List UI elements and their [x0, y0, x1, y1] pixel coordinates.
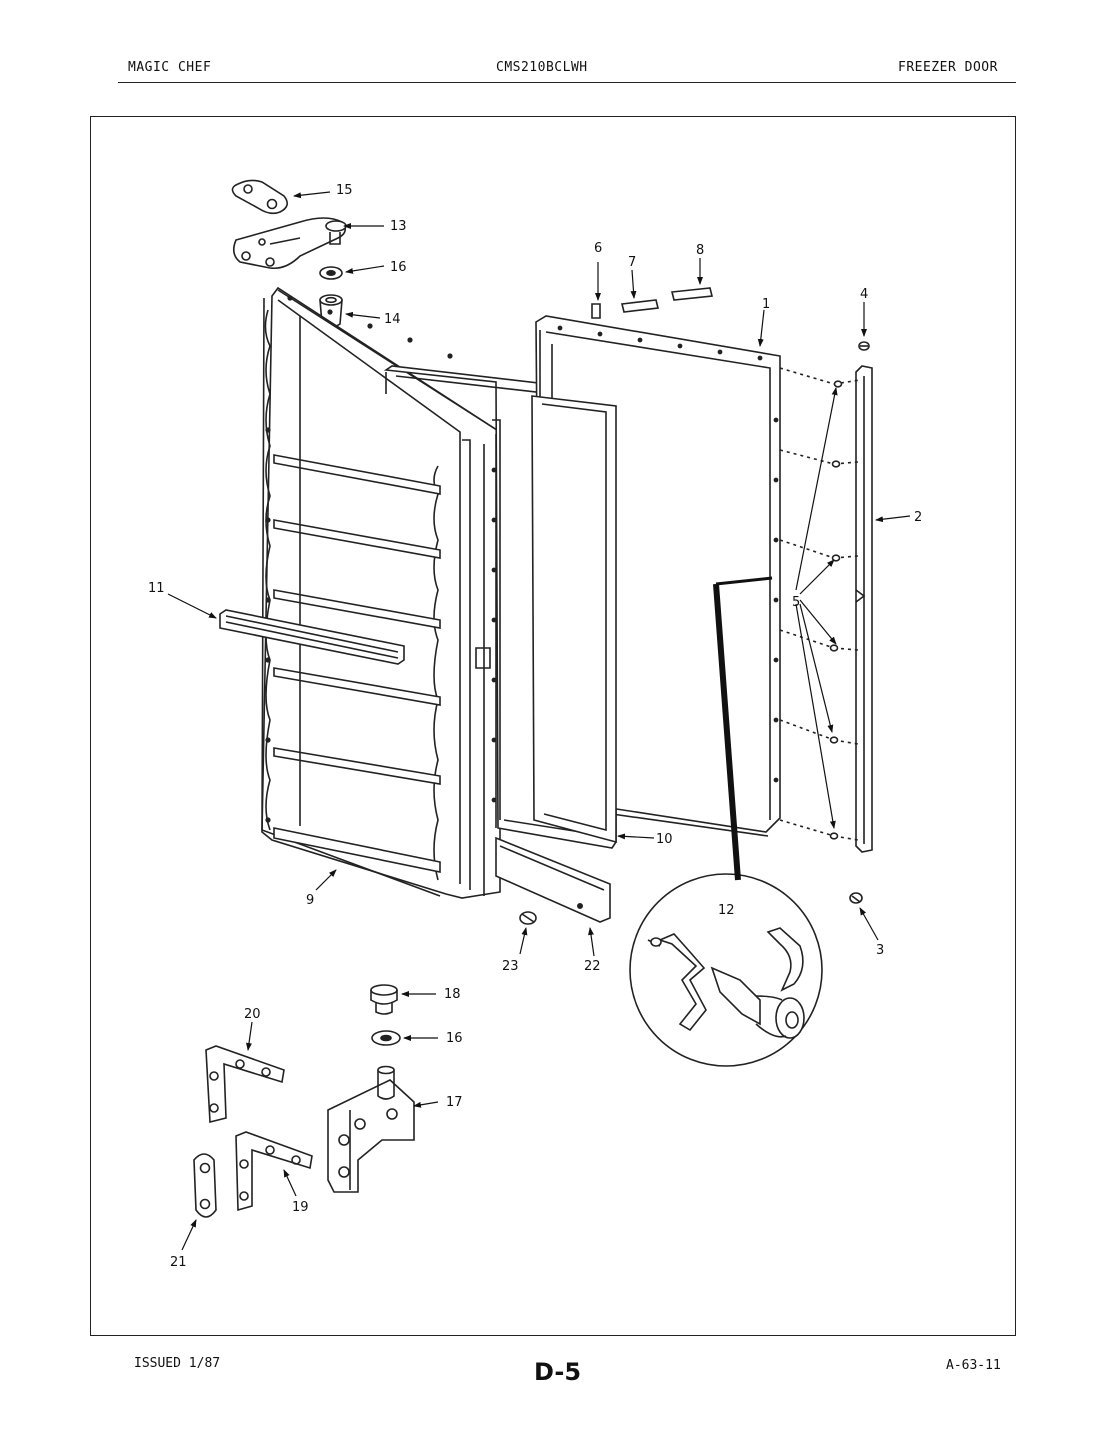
callout-6: 6 [594, 241, 602, 256]
callout-19: 19 [292, 1200, 309, 1215]
part-12-detail-circle [629, 873, 823, 1067]
part-21-link-plate [193, 1153, 217, 1218]
detail-leader-12 [713, 583, 741, 881]
callout-21: 21 [170, 1255, 187, 1270]
header-rule [118, 82, 1016, 83]
callout-2: 2 [914, 510, 922, 525]
footer-issued: ISSUED 1/87 [134, 1356, 221, 1371]
part-22-bottom-bracket [495, 836, 611, 923]
callout-8: 8 [696, 243, 704, 258]
callout-11: 11 [148, 581, 165, 596]
part-18-hinge-pin [370, 984, 398, 1015]
callout-17: 17 [446, 1095, 463, 1110]
part-17-bottom-hinge [327, 1065, 415, 1193]
part-8-trim-strip [671, 287, 713, 301]
part-5-screws [779, 367, 861, 841]
callout-23: 23 [502, 959, 519, 974]
callout-15: 15 [336, 183, 353, 198]
part-2-side-rail [855, 365, 873, 853]
header-model: CMS210BCLWH [496, 60, 588, 75]
part-6-pin [591, 303, 601, 319]
callout-16-top: 16 [390, 260, 407, 275]
diagram-frame [90, 116, 1016, 1336]
part-16-washer-bottom [371, 1030, 401, 1046]
callout-20: 20 [244, 1007, 261, 1022]
callout-16-bottom: 16 [446, 1031, 463, 1046]
callout-18: 18 [444, 987, 461, 1002]
callout-7: 7 [628, 255, 636, 270]
callout-12: 12 [718, 903, 735, 918]
callout-1: 1 [762, 297, 770, 312]
callout-22: 22 [584, 959, 601, 974]
detail-leader-12-top [715, 576, 773, 586]
callout-14: 14 [384, 312, 401, 327]
callout-3: 3 [876, 943, 884, 958]
part-23-clip [519, 911, 537, 925]
part-15-link-plate [231, 179, 288, 215]
part-13-top-hinge [232, 217, 347, 270]
part-20-l-bracket [205, 1045, 285, 1124]
callout-5: 5 [792, 595, 800, 610]
callout-10: 10 [656, 832, 673, 847]
header-section: FREEZER DOOR [898, 60, 998, 75]
header-brand: MAGIC CHEF [128, 60, 212, 75]
part-11-shelf-bar [219, 609, 405, 665]
part-4-screw [858, 341, 870, 351]
footer-ref: A-63-11 [946, 1358, 1001, 1373]
part-9-inner-door-liner [261, 286, 501, 899]
callout-4: 4 [860, 287, 868, 302]
part-3-screw [849, 892, 863, 904]
footer-page-code: D-5 [534, 1358, 582, 1386]
part-7-trim-strip [621, 299, 659, 313]
callout-13: 13 [390, 219, 407, 234]
part-1-outer-door-panel [531, 315, 781, 844]
callout-9: 9 [306, 893, 314, 908]
part-16-washer-top [319, 266, 343, 280]
part-19-l-bracket [235, 1131, 313, 1212]
